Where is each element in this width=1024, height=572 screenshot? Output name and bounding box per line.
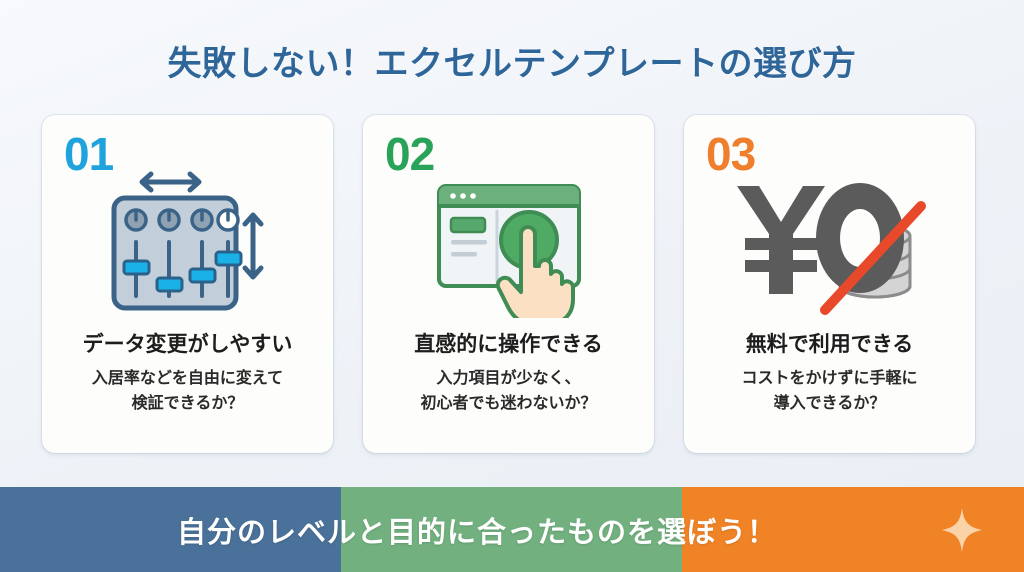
footer-banner: 自分のレベルと目的に合ったものを選ぼう！ bbox=[0, 487, 1024, 572]
footer-band-blue bbox=[0, 487, 343, 572]
footer-message: 自分のレベルと目的に合ったものを選ぼう！ bbox=[176, 516, 777, 549]
card-number-01: 01 bbox=[64, 128, 114, 180]
card-number-02: 02 bbox=[385, 128, 435, 180]
card-title-03: 無料で利用できる bbox=[745, 333, 914, 356]
yen-symbol bbox=[736, 186, 825, 294]
footer-band-green bbox=[340, 487, 683, 572]
card-subtitle-02: 入力項目が少なく、 初心者でも迷わないか？ bbox=[420, 370, 597, 412]
zero-symbol bbox=[815, 183, 904, 293]
cards-row: 01 bbox=[42, 115, 975, 453]
page-title: 失敗しない！エクセルテンプレートの選び方 bbox=[167, 45, 857, 83]
card-02[interactable]: 02 bbox=[363, 115, 654, 453]
sparkle-icon bbox=[942, 507, 982, 552]
card-subtitle-03: コストをかけずに手軽に 導入できるか？ bbox=[741, 370, 918, 412]
card-subtitle-01: 入居率などを自由に変えて 検証できるか？ bbox=[91, 370, 284, 412]
browser-click-hand-icon bbox=[436, 184, 581, 318]
card-01[interactable]: 01 bbox=[42, 115, 333, 453]
card-title-01: データ変更がしやすい bbox=[82, 333, 293, 356]
card-icon-01 bbox=[42, 163, 333, 323]
card-icon-02 bbox=[363, 163, 654, 323]
card-number-03: 03 bbox=[706, 128, 756, 180]
card-icon-03 bbox=[684, 163, 975, 323]
card-03[interactable]: 03 bbox=[684, 115, 975, 453]
card-title-02: 直感的に操作できる bbox=[414, 333, 603, 356]
yen-zero-coins-icon bbox=[736, 183, 926, 315]
strikethrough-slash bbox=[819, 201, 926, 315]
mixer-sliders-icon bbox=[111, 171, 263, 311]
